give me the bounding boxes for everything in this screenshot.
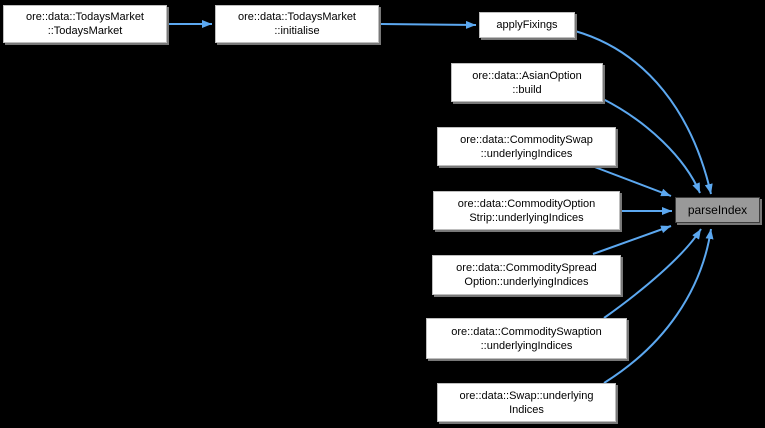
node-todaysmarket-initialise[interactable]: ore::data::TodaysMarket ::initialise xyxy=(215,5,379,43)
edge-commodityswaption-to-parseindex xyxy=(603,228,702,319)
node-asianoption-build[interactable]: ore::data::AsianOption ::build xyxy=(451,63,603,102)
node-commodityswaption-underlyingindices[interactable]: ore::data::CommoditySwaption ::underlyin… xyxy=(426,318,627,359)
node-commodityswap-underlyingindices[interactable]: ore::data::CommoditySwap ::underlyingInd… xyxy=(437,127,616,166)
node-commodityspreadoption-underlyingindices[interactable]: ore::data::CommoditySpread Option::under… xyxy=(432,255,621,295)
node-swap-underlyingindices[interactable]: ore::data::Swap::underlying Indices xyxy=(437,383,616,422)
node-todaysmarket-constructor[interactable]: ore::data::TodaysMarket ::TodaysMarket xyxy=(3,5,167,43)
edge-commodityswap-to-parseindex xyxy=(591,165,672,197)
edge-applyfixings-to-parseindex xyxy=(574,30,713,195)
node-parseindex: parseIndex xyxy=(675,197,760,223)
edge-swap-to-parseindex xyxy=(603,228,714,384)
edge-commodityspreadoption-to-parseindex xyxy=(592,225,672,255)
edge-asianoption-to-parseindex xyxy=(602,98,701,194)
node-applyfixings[interactable]: applyFixings xyxy=(479,12,575,38)
node-commodityoptionstrip-underlyingindices[interactable]: ore::data::CommodityOption Strip::underl… xyxy=(433,191,620,230)
edge-initialise-to-applyfixings xyxy=(378,20,477,29)
